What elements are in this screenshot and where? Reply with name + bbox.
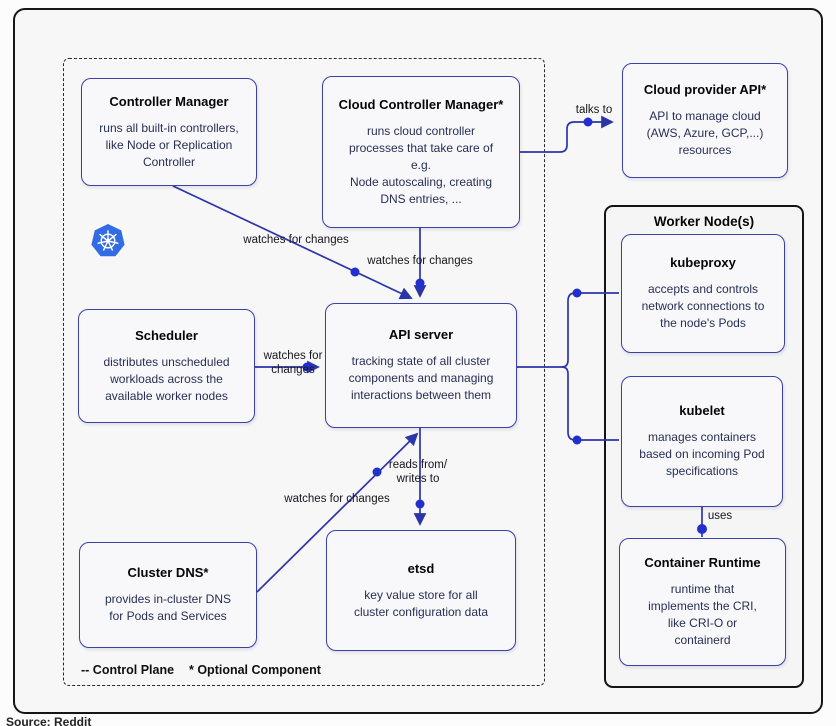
controller-manager-body: runs all built-in controllers, like Node… xyxy=(99,120,239,169)
cloud-controller-manager-title: Cloud Controller Manager* xyxy=(338,96,504,112)
cluster-dns-box: Cluster DNS* provides in-cluster DNS for… xyxy=(79,542,257,648)
cloud-controller-manager-body: runs cloud controller processes that tak… xyxy=(348,123,494,206)
api-server-title: API server xyxy=(388,327,454,342)
etsd-box: etsd key value store for all cluster con… xyxy=(326,530,516,651)
cluster-dns-title: Cluster DNS* xyxy=(127,565,209,580)
etsd-body: key value store for all cluster configur… xyxy=(353,587,489,619)
worker-node-title: Worker Node(s) xyxy=(653,214,755,229)
kubelet-title: kubelet xyxy=(679,403,725,418)
api-server-box: API server tracking state of all cluster… xyxy=(325,303,517,428)
edge-label-talks-to: talks to xyxy=(575,104,613,116)
legend-control-plane: -- Control Plane xyxy=(81,663,175,677)
cloud-provider-api-title: Cloud provider API* xyxy=(643,82,767,97)
source-caption: Source: Reddit xyxy=(6,715,92,726)
container-runtime-box: Container Runtime runtime that implement… xyxy=(619,538,786,666)
edge-label-reads-writes: reads from/ writes to xyxy=(388,459,448,485)
edge-label-dns-watches: watches for changes xyxy=(284,493,390,505)
controller-manager-box: Controller Manager runs all built-in con… xyxy=(81,78,257,186)
edge-label-ccm-watches: watches for changes xyxy=(367,255,473,267)
container-runtime-body: runtime that implements the CRI, like CR… xyxy=(648,582,757,647)
container-runtime-title: Container Runtime xyxy=(644,555,761,570)
kubelet-body: manages containers based on incoming Pod… xyxy=(639,430,765,478)
cloud-controller-manager-box: Cloud Controller Manager* runs cloud con… xyxy=(322,76,520,228)
edge-label-uses: uses xyxy=(707,510,733,522)
api-server-body: tracking state of all cluster components… xyxy=(348,354,494,402)
etsd-title: etsd xyxy=(407,560,435,576)
kubeproxy-box: kubeproxy accepts and controls network c… xyxy=(621,234,785,353)
legend-optional-component: * Optional Component xyxy=(189,663,321,677)
controller-manager-title: Controller Manager xyxy=(109,93,229,109)
kubernetes-logo-icon xyxy=(91,224,125,257)
edge-label-cm-watches: watches for changes xyxy=(243,234,349,246)
scheduler-title: Scheduler xyxy=(135,327,198,343)
cloud-provider-api-body: API to manage cloud (AWS, Azure, GCP,...… xyxy=(646,109,764,157)
kubelet-box: kubelet manages containers based on inco… xyxy=(621,376,783,507)
scheduler-box: Scheduler distributes unscheduled worklo… xyxy=(78,309,255,423)
control-plane-container xyxy=(63,58,545,686)
scheduler-body: distributes unscheduled workloads across… xyxy=(103,354,230,403)
kubeproxy-body: accepts and controls network connections… xyxy=(641,282,765,330)
cluster-dns-body: provides in-cluster DNS for Pods and Ser… xyxy=(104,592,232,623)
kubeproxy-title: kubeproxy xyxy=(670,255,736,270)
cloud-provider-api-box: Cloud provider API* API to manage cloud … xyxy=(622,63,788,178)
edge-label-scheduler-watches: watches for changes xyxy=(263,350,323,376)
